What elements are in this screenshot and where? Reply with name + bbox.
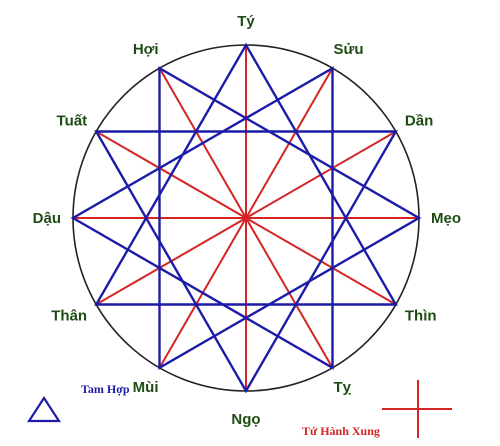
tam-hop-triangle-suu-ty-dau [70,66,334,370]
branch-label-hoi: Hợi [133,41,159,58]
branch-label-dan: Dần [405,113,433,130]
branch-label-meo: Mẹo [431,210,461,227]
xung-line-ty-hoi [158,67,334,369]
legend-tu-hanh-xung-label: Tứ Hành Xung [302,424,380,438]
branch-label-ngo: Ngọ [231,411,260,428]
legend-tam-hop: Tam Hợp [26,382,130,423]
legend-tu-hanh-xung: Tứ Hành Xung [302,380,452,438]
triangle-icon [26,395,62,423]
branch-label-ty: Tý [237,13,255,30]
tam-hop-triangles [70,42,422,394]
legend-tam-hop-label: Tam Hợp [81,382,130,396]
tam-hop-triangle-ty-thin-than [94,42,398,306]
branch-label-mui: Mùi [133,379,159,396]
tu-hanh-xung-lines [73,45,419,391]
tam-hop-triangle-meo-mui-hoi [158,66,422,370]
branch-label-ty: Tỵ [334,379,352,396]
tam-hop-triangle-dan-ngo-tuat [94,130,398,394]
branch-label-thin: Thìn [405,308,437,325]
branch-label-tuat: Tuất [57,113,88,130]
branch-label-suu: Sửu [334,41,364,58]
branch-label-than: Thân [51,308,87,325]
branch-label-dau: Dậu [33,210,61,227]
